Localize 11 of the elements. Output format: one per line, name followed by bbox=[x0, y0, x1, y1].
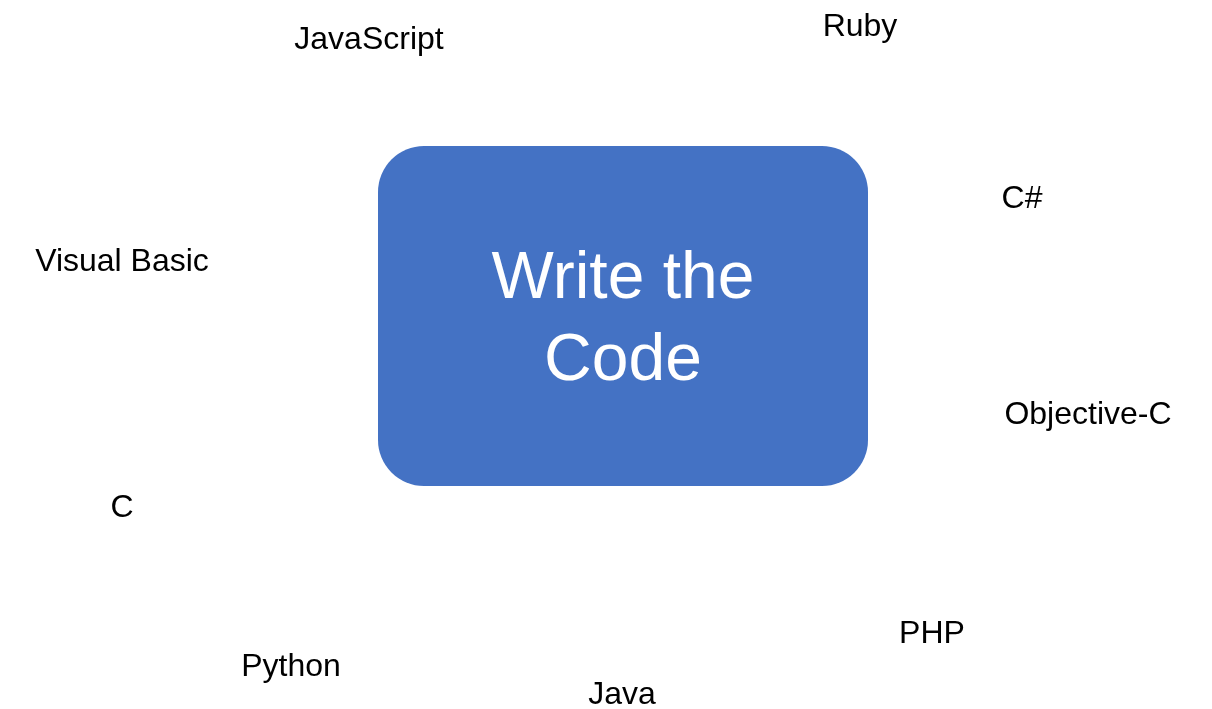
language-label: C# bbox=[1001, 178, 1043, 216]
language-label: Java bbox=[588, 674, 656, 709]
language-label: Ruby bbox=[822, 6, 898, 44]
language-label: JavaScript bbox=[294, 19, 444, 57]
language-label: Python bbox=[241, 646, 341, 684]
language-label: PHP bbox=[899, 613, 965, 651]
language-label: Visual Basic bbox=[35, 241, 209, 279]
language-label: C bbox=[110, 487, 134, 525]
language-label: Objective-C bbox=[1004, 394, 1172, 432]
process-box bbox=[378, 146, 868, 486]
box-label: Write the Code bbox=[490, 237, 756, 396]
